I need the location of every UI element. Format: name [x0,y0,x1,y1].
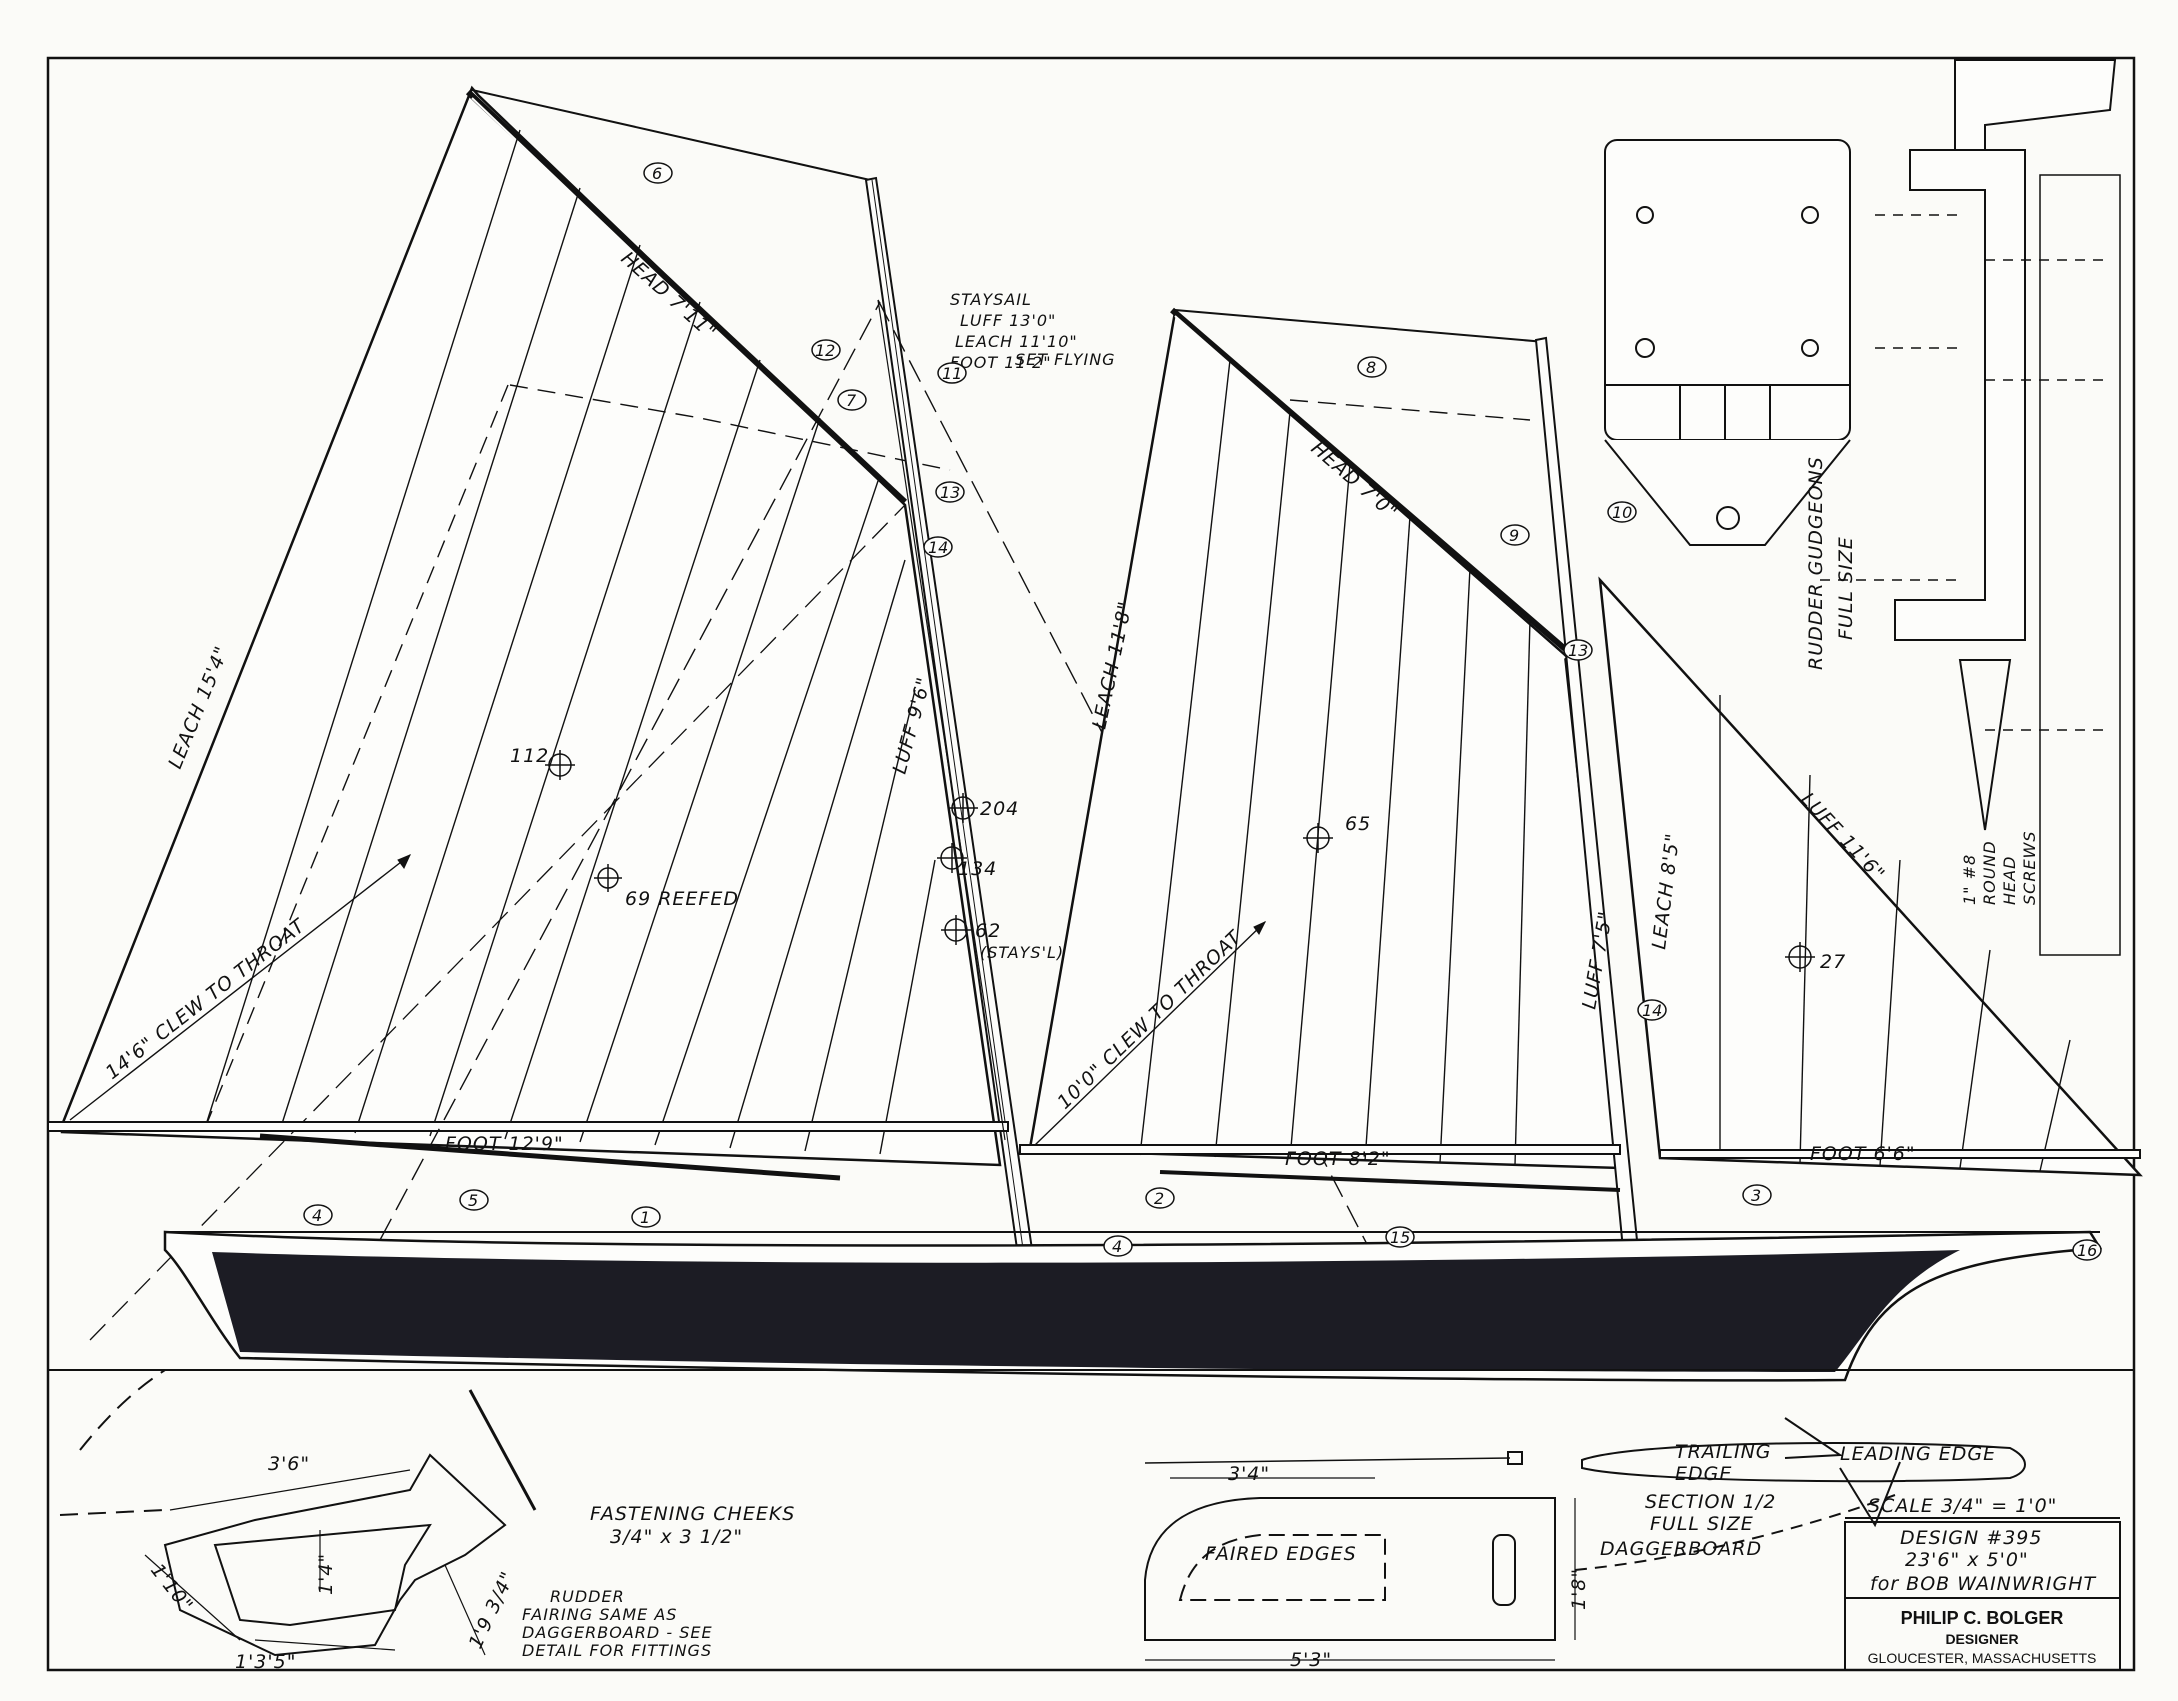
rudder-note-4: DETAIL FOR FITTINGS [522,1641,712,1660]
gudgeons-label-2: FULL SIZE [1835,536,1857,640]
daggerboard-detail [1144,1451,1896,1661]
area-134-label: 134 [958,858,997,880]
svg-text:4: 4 [312,1206,322,1225]
designer-name: PHILIP C. BOLGER [1901,1608,2064,1628]
screws-label-2: ROUND [1980,840,1999,905]
screws-label-4: SCREWS [2020,830,2039,905]
staysail-note: SET FLYING [1015,350,1116,369]
fore-area-label: 65 [1345,813,1371,835]
mainsail [60,85,1002,1341]
rudder-detail [59,1369,537,1657]
rudder-note-1: RUDDER [550,1587,625,1606]
title-block [1844,1517,2121,1671]
area-62-label: 62 [975,920,1001,942]
foil-section [1581,1417,2026,1528]
svg-text:15: 15 [1390,1228,1410,1247]
rudder-dim-height: 1'4" [315,1553,337,1595]
drawing-border [46,56,2136,1672]
scale-label: SCALE 3/4" = 1'0" [1868,1495,2057,1517]
designer-location: GLOUCESTER, MASSACHUSETTS [1868,1650,2097,1666]
hull [163,1230,2103,1382]
rudder-note-3: DAGGERBOARD - SEE [522,1623,713,1642]
svg-text:8: 8 [1366,358,1376,377]
svg-text:7: 7 [846,391,857,410]
svg-text:2: 2 [1154,1189,1164,1208]
foresail [1019,307,1642,1271]
svg-text:16: 16 [2077,1241,2097,1260]
section-label-2: FULL SIZE [1650,1513,1754,1535]
design-size: 23'6" x 5'0" [1905,1549,2029,1571]
svg-text:6: 6 [652,164,662,183]
section-label-1: SECTION 1/2 [1645,1491,1776,1513]
mainmast [47,176,1037,1271]
area-markers [545,750,1815,972]
gudgeons-label: RUDDER GUDGEONS [1805,456,1827,670]
staysail-title: STAYSAIL [950,290,1032,309]
area-204-label: 204 [980,798,1019,820]
cheeks-label-1: FASTENING CHEEKS [590,1503,795,1525]
rudder-dim-top: 3'6" [268,1453,310,1475]
svg-text:11: 11 [942,364,962,383]
designer-role: DESIGNER [1945,1631,2018,1647]
part-number-callouts [303,162,2102,1261]
main-reefed-label: 69 REEFED [625,888,739,910]
rudder-dim-bottom: 1'3'5" [235,1651,296,1673]
design-number: DESIGN #395 [1900,1527,2042,1549]
trailing-edge-label-1: TRAILING [1675,1441,1772,1463]
staysail-leach: LEACH 11'10" [955,332,1078,351]
svg-text:10: 10 [1612,503,1632,522]
screws-label-3: HEAD [2000,856,2019,905]
leading-edge-label: LEADING EDGE [1840,1443,1996,1465]
svg-text:13: 13 [1568,641,1588,660]
main-area-label: 112 [510,745,549,767]
area-62-note: (STAYS'L) [980,943,1064,962]
svg-text:12: 12 [815,341,835,360]
daggerboard-label: DAGGERBOARD [1600,1538,1762,1560]
svg-text:5: 5 [468,1191,478,1210]
dagger-dim-height: 1'8" [1568,1568,1590,1610]
rudder-note-2: FAIRING SAME AS [522,1605,677,1624]
design-client: for BOB WAINWRIGHT [1870,1573,2096,1595]
dagger-dim-bottom: 5'3" [1290,1649,1332,1671]
svg-text:4: 4 [1112,1237,1122,1256]
svg-text:13: 13 [940,483,960,502]
svg-text:14: 14 [928,538,948,557]
part-number-texts: 6 12 7 11 13 14 8 9 10 13 14 4 5 1 2 4 1… [312,164,2097,1260]
svg-text:14: 14 [1642,1001,1662,1020]
staysail-luff: LUFF 13'0" [960,311,1056,330]
screws-label-1: 1" #8 [1960,854,1979,905]
trailing-edge-label-2: EDGE [1675,1463,1732,1485]
main-foot-label: FOOT 12'9" [445,1133,564,1155]
svg-text:1: 1 [640,1208,650,1227]
jib-foot-label: FOOT 6'6" [1810,1143,1916,1165]
fore-foot-label: FOOT 8'2" [1285,1148,1391,1170]
svg-text:9: 9 [1509,526,1519,545]
faired-edges-label: FAIRED EDGES [1205,1543,1357,1565]
jib [1598,576,2143,1177]
staysail-foot: FOOT 11'2" [950,353,1052,372]
cheeks-label-2: 3/4" x 3 1/2" [610,1526,743,1548]
rudder-gudgeons-detail [1604,59,2121,956]
jib-area-label: 27 [1820,951,1846,973]
svg-text:3: 3 [1751,1186,1761,1205]
dagger-dim-top: 3'4" [1228,1463,1270,1485]
